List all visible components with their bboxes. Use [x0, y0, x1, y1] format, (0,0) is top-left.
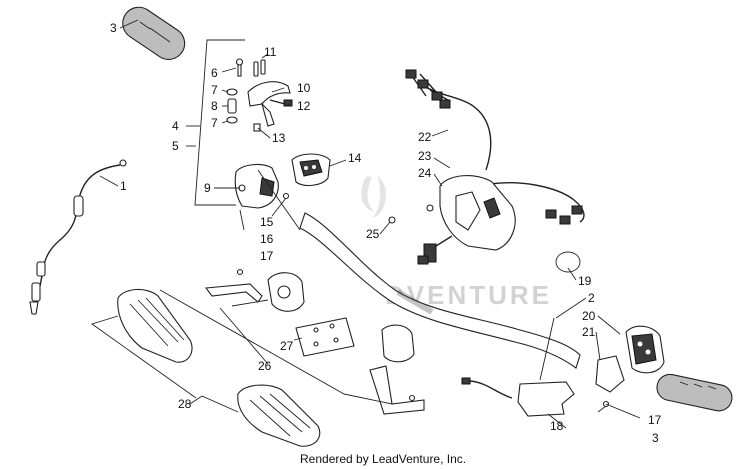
- callout-3-left: 3: [110, 21, 117, 35]
- callout-18: 18: [550, 419, 564, 433]
- right-switch-assembly: [595, 325, 665, 408]
- callout-12: 12: [297, 99, 311, 113]
- callout-14: 14: [348, 151, 362, 165]
- right-grip: [656, 373, 733, 412]
- handguard-left: [117, 288, 193, 363]
- callout-20: 20: [582, 309, 596, 323]
- handguard-right: [237, 384, 321, 447]
- callout-2: 2: [588, 291, 595, 305]
- throttle-lever: [247, 81, 293, 132]
- callout-13: 13: [272, 131, 286, 145]
- wiring-harness: [405, 69, 585, 225]
- throttle-housing: [234, 163, 301, 231]
- callout-10: 10: [297, 81, 311, 95]
- callout-7-lower: 7: [211, 116, 218, 130]
- mounting-plate: [295, 317, 355, 357]
- callout-24: 24: [418, 166, 432, 180]
- callout-17-left: 17: [260, 249, 274, 263]
- callout-22: 22: [418, 130, 432, 144]
- callout-28: 28: [178, 397, 192, 411]
- handlebar: [299, 212, 581, 369]
- callout-27: 27: [280, 339, 294, 353]
- callout-16: 16: [260, 232, 274, 246]
- callout-7-upper: 7: [211, 83, 218, 97]
- left-switch-housing: [291, 153, 331, 187]
- screw-25: [388, 216, 396, 224]
- callout-1: 1: [120, 179, 127, 193]
- bracket-box: [194, 39, 245, 206]
- leader-lines: [90, 19, 641, 429]
- callout-17-right: 17: [648, 413, 662, 427]
- callout-4: 4: [172, 119, 179, 133]
- callout-5: 5: [172, 139, 179, 153]
- callout-19: 19: [578, 274, 592, 288]
- callout-8: 8: [211, 99, 218, 113]
- retaining-ring: [555, 251, 581, 273]
- callout-11: 11: [264, 45, 277, 59]
- kill-switch: [461, 377, 575, 417]
- callout-21: 21: [582, 325, 596, 339]
- throttle-hardware: [226, 58, 266, 124]
- callout-23: 23: [418, 149, 432, 163]
- handguard-bracket-right: [343, 324, 425, 415]
- callout-9: 9: [204, 181, 211, 195]
- callout-6: 6: [211, 66, 218, 80]
- control-housing: [417, 175, 516, 265]
- callout-3-right: 3: [652, 431, 659, 445]
- callout-labels: 3 11 6 10 7 8 12 7 4 13 5 14 1 9 15 16 1…: [110, 21, 662, 445]
- callout-15: 15: [260, 215, 274, 229]
- throttle-cable: [29, 159, 127, 315]
- callout-25: 25: [366, 227, 380, 241]
- callout-26: 26: [258, 359, 272, 373]
- handguard-bracket-left: [204, 268, 305, 312]
- left-grip: [122, 6, 186, 60]
- footer-credit: Rendered by LeadVenture, Inc.: [300, 452, 466, 466]
